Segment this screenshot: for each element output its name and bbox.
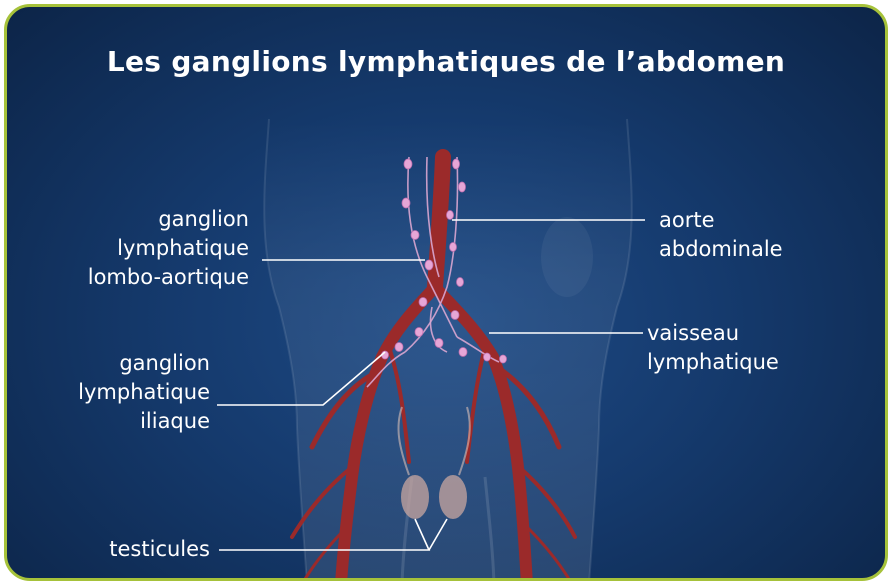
label-vaisseau-lymphatique: vaisseau lymphatique bbox=[647, 319, 779, 377]
lymph-node bbox=[459, 348, 467, 357]
lymph-node bbox=[459, 182, 466, 192]
lymph-node bbox=[415, 328, 423, 337]
label-line: ganglion bbox=[7, 349, 210, 378]
lymph-node bbox=[395, 343, 403, 352]
lymph-node bbox=[484, 353, 491, 361]
diagram-title: Les ganglions lymphatiques de l’abdomen bbox=[7, 45, 885, 78]
lymph-node bbox=[453, 159, 460, 169]
lymph-node bbox=[457, 278, 464, 287]
label-line: vaisseau bbox=[647, 319, 779, 348]
label-line: lymphatique bbox=[647, 348, 779, 377]
label-line: iliaque bbox=[7, 407, 210, 436]
label-line: testicules bbox=[7, 535, 210, 564]
testicle-right bbox=[439, 475, 467, 519]
label-ganglion-lombo-aortique: ganglion lymphatique lombo-aortique bbox=[7, 205, 249, 292]
lymph-node bbox=[451, 311, 459, 320]
lymph-node bbox=[402, 198, 410, 208]
lymph-node bbox=[500, 355, 507, 363]
diagram-frame: Les ganglions lymphatiques de l’abdomen … bbox=[4, 4, 888, 581]
label-line: lombo-aortique bbox=[7, 263, 249, 292]
lymph-node bbox=[447, 211, 454, 220]
label-line: ganglion bbox=[7, 205, 249, 234]
lymph-node bbox=[419, 298, 427, 307]
hip-highlight bbox=[541, 217, 593, 297]
lymph-node bbox=[435, 339, 443, 348]
label-line: lymphatique bbox=[7, 234, 249, 263]
label-line: lymphatique bbox=[7, 378, 210, 407]
lymph-node bbox=[425, 260, 433, 270]
abdomen-illustration bbox=[7, 7, 888, 581]
label-line: aorte bbox=[659, 206, 783, 235]
label-aorte-abdominale: aorte abdominale bbox=[659, 206, 783, 264]
label-line: abdominale bbox=[659, 235, 783, 264]
lymph-node bbox=[404, 159, 412, 169]
lymph-node bbox=[411, 231, 419, 240]
label-testicules: testicules bbox=[7, 535, 210, 564]
label-ganglion-iliaque: ganglion lymphatique iliaque bbox=[7, 349, 210, 436]
testicle-left bbox=[401, 475, 429, 519]
lymph-node bbox=[450, 243, 457, 252]
